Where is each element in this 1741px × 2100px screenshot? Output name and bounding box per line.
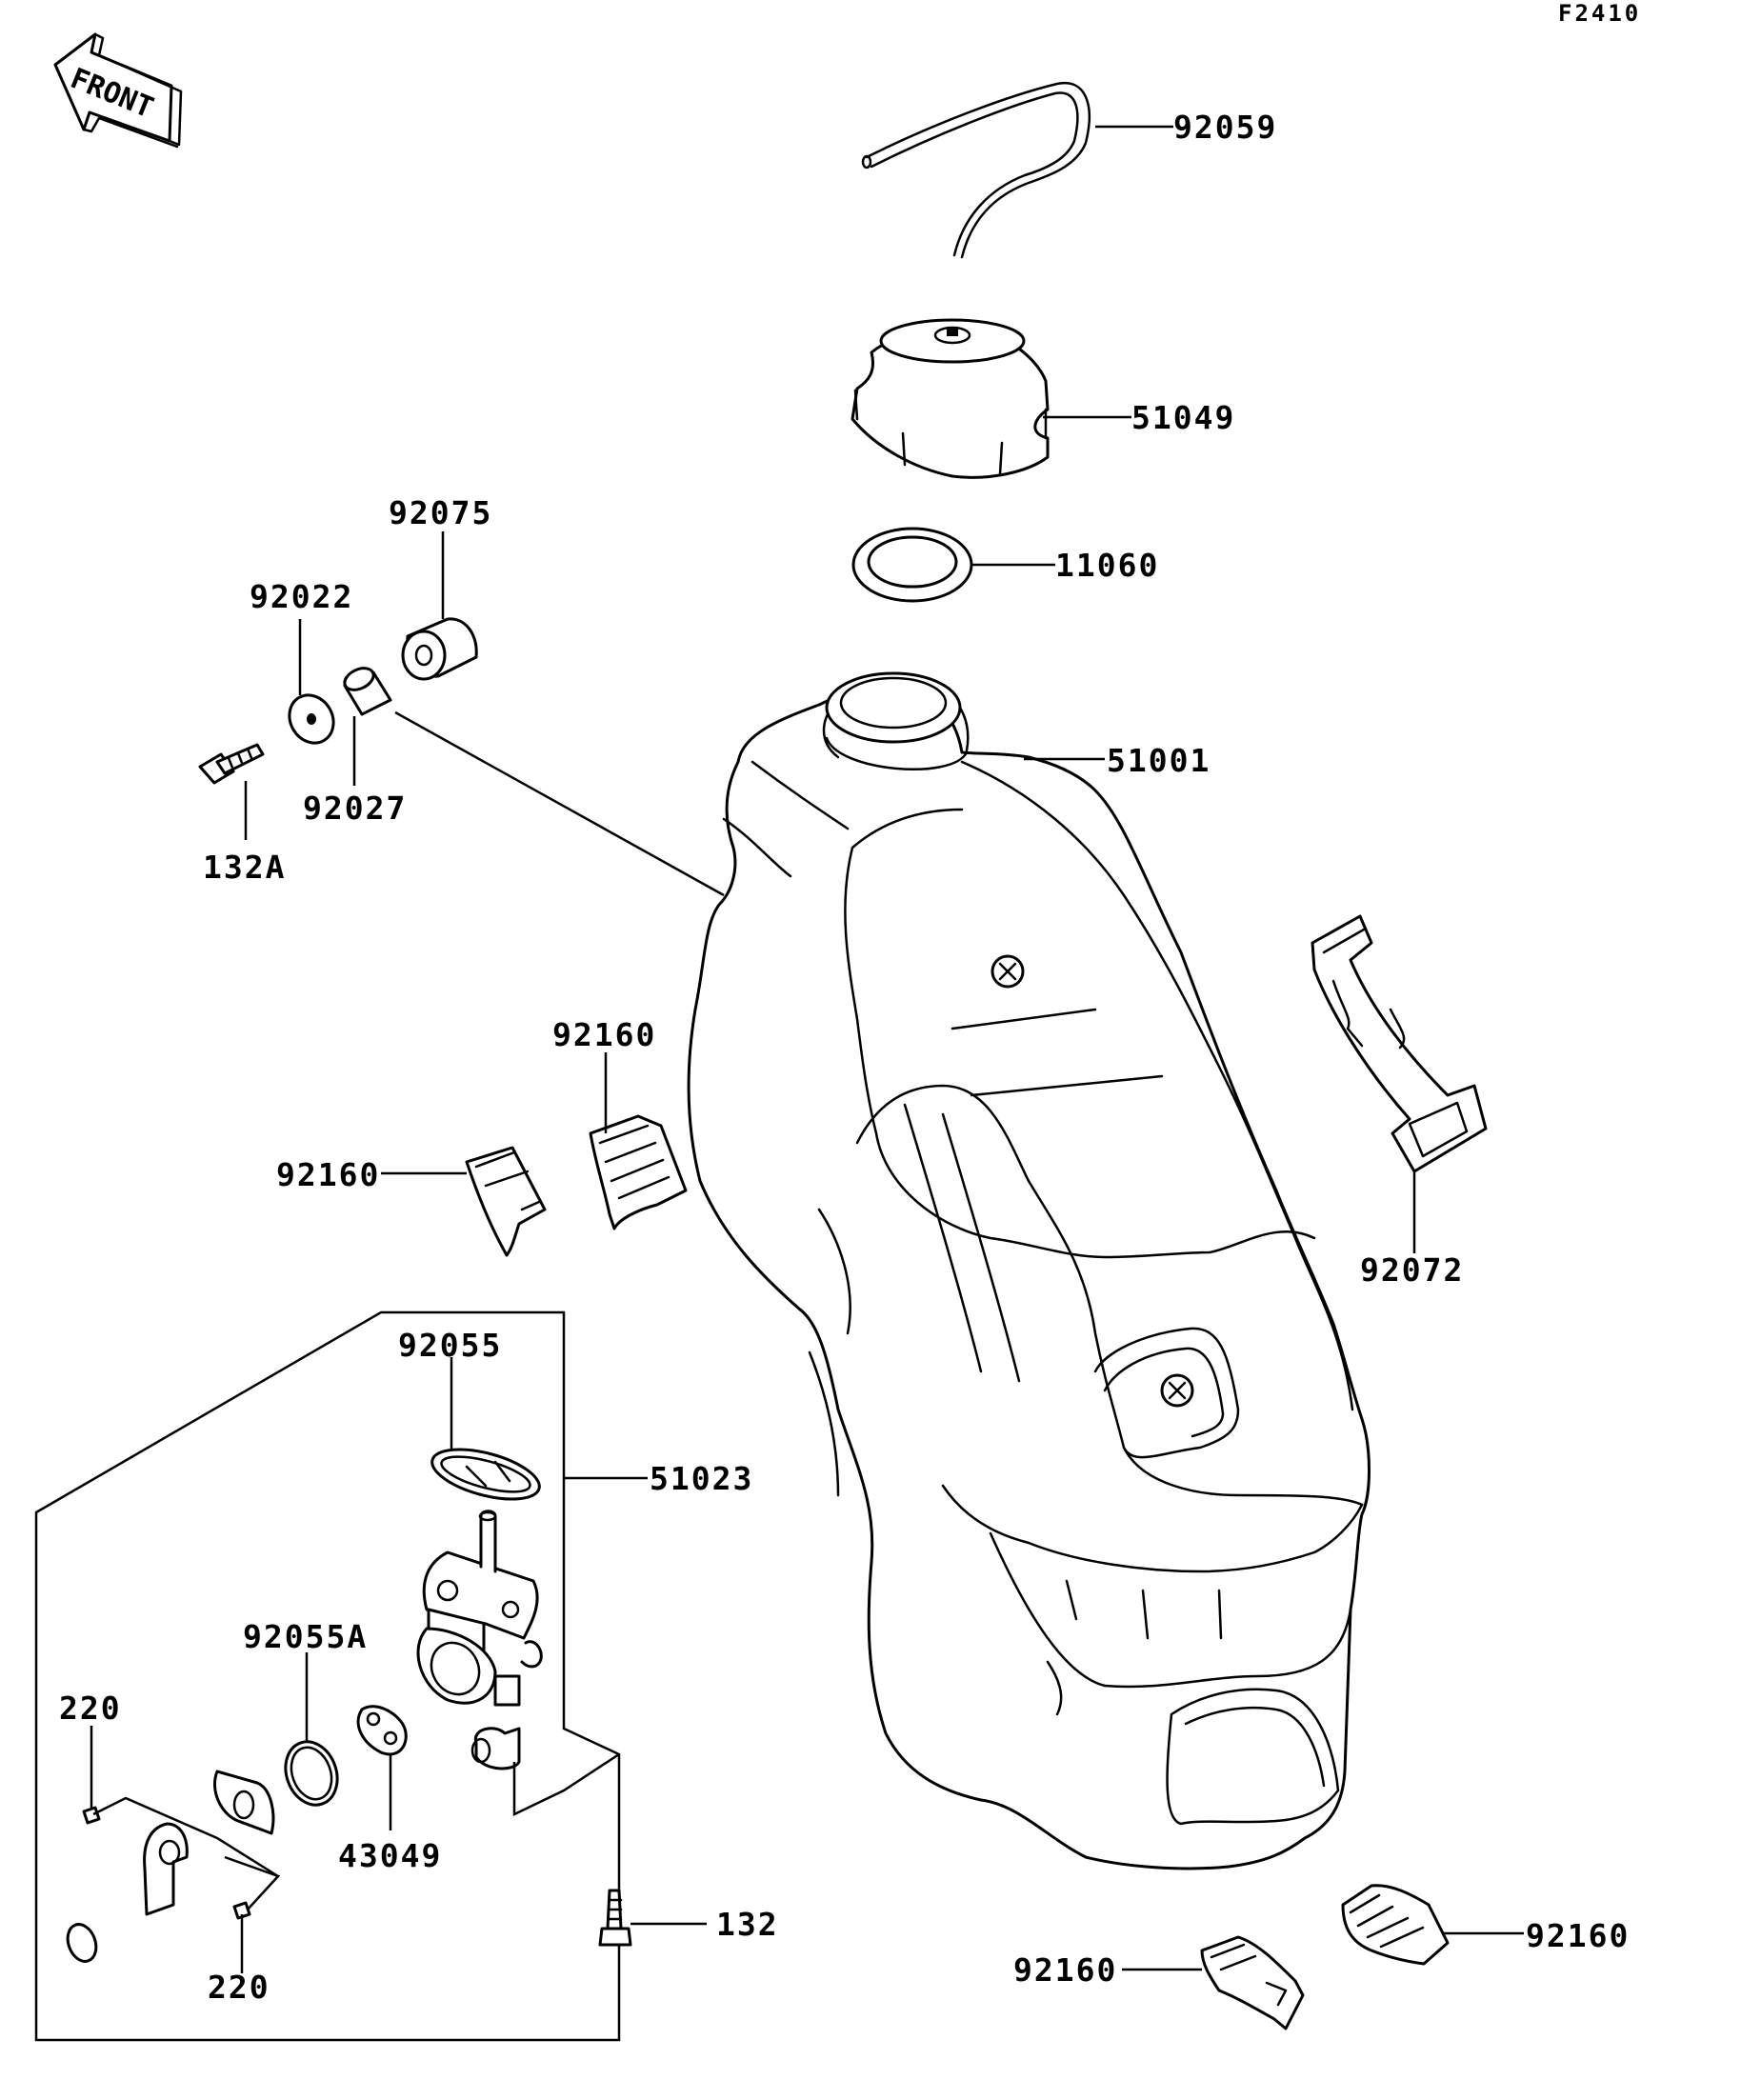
callout-92160-bottom-right: 92160 bbox=[1526, 1917, 1630, 1954]
damper-92075 bbox=[401, 531, 478, 681]
callout-92059: 92059 bbox=[1173, 109, 1277, 146]
damper-92160-bottom-right bbox=[1341, 1884, 1524, 1966]
fuel-cock-assy-51023 bbox=[34, 1310, 648, 2042]
callout-51049: 51049 bbox=[1131, 399, 1235, 436]
bolt-132a bbox=[198, 743, 265, 840]
band-92072 bbox=[1311, 914, 1488, 1253]
fuel-tank-51001 bbox=[687, 671, 1371, 1870]
callout-220-upper: 220 bbox=[59, 1690, 122, 1727]
callout-92160-bottom-center: 92160 bbox=[1013, 1951, 1117, 1989]
callout-51023: 51023 bbox=[650, 1460, 753, 1497]
callout-132: 132 bbox=[716, 1906, 779, 1943]
damper-92160-upper bbox=[589, 1052, 688, 1230]
callout-220-lower: 220 bbox=[208, 1969, 270, 2006]
callout-92055: 92055 bbox=[398, 1327, 502, 1364]
callout-11060: 11060 bbox=[1055, 547, 1159, 584]
breather-hose-92059 bbox=[861, 81, 1173, 259]
collar-92027 bbox=[343, 667, 392, 786]
front-arrow-icon: FRONT bbox=[53, 32, 183, 149]
bolt-132 bbox=[598, 1889, 707, 1947]
callout-132a: 132A bbox=[203, 849, 286, 886]
washer-92022 bbox=[288, 619, 335, 745]
callout-92027: 92027 bbox=[303, 790, 407, 827]
callout-92160-left: 92160 bbox=[276, 1156, 380, 1193]
callout-92022: 92022 bbox=[250, 578, 353, 615]
fuel-cap-51049 bbox=[850, 318, 1131, 479]
damper-92160-left bbox=[381, 1146, 547, 1257]
callout-92072: 92072 bbox=[1360, 1251, 1464, 1289]
callout-43049: 43049 bbox=[338, 1837, 442, 1874]
callout-51001: 51001 bbox=[1107, 742, 1211, 779]
callout-92075: 92075 bbox=[389, 494, 492, 531]
callout-92160-upper: 92160 bbox=[552, 1016, 656, 1053]
damper-92160-bottom-center bbox=[1122, 1935, 1305, 2030]
diagram-code: F2410 bbox=[1558, 0, 1641, 27]
callout-92055a: 92055A bbox=[243, 1618, 368, 1655]
gasket-11060 bbox=[851, 527, 1055, 603]
